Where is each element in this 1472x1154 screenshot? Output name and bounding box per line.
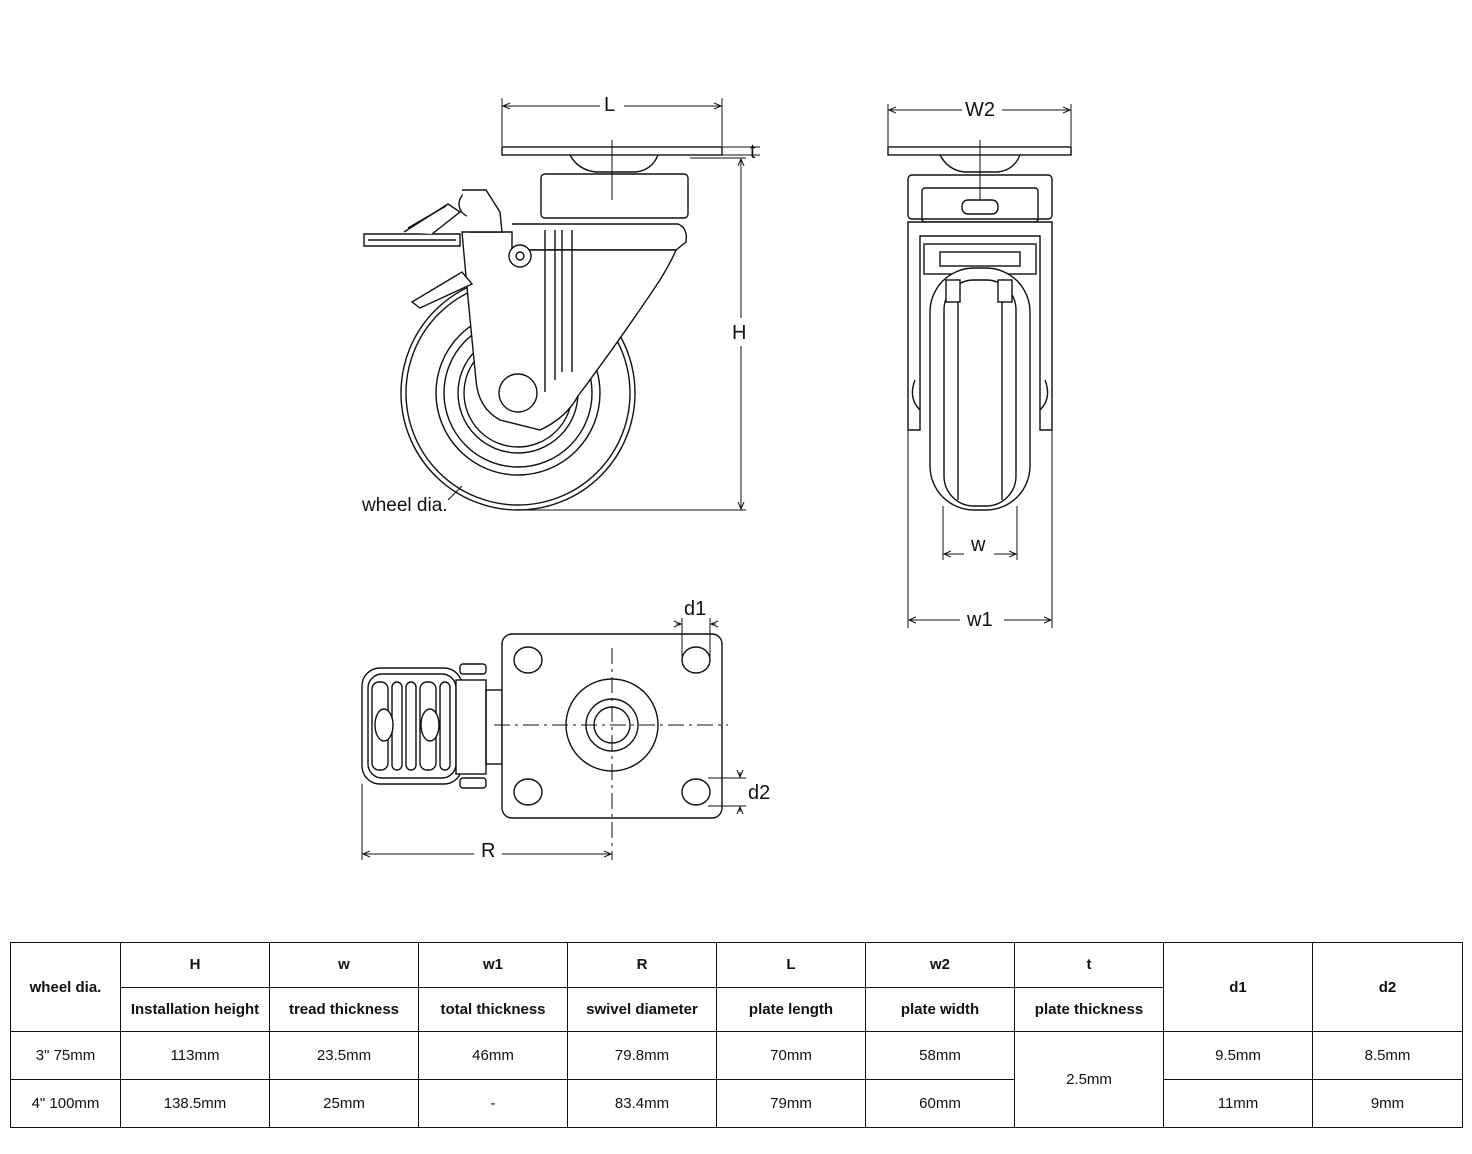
top-view-dimensions — [361, 618, 746, 860]
cell-R: 83.4mm — [567, 1079, 717, 1128]
dim-label-d2: d2 — [748, 782, 770, 804]
brake-pedal-top — [361, 663, 503, 789]
specification-table: wheel dia. H w w1 R L w2 t d1 d2 Install… — [10, 942, 1463, 1128]
cell-d1: 9.5mm — [1163, 1031, 1313, 1080]
header-symbol-d2: d2 — [1312, 942, 1463, 1032]
header-symbol-w: w — [269, 942, 419, 988]
dim-label-t: t — [750, 141, 756, 163]
table-header-row: wheel dia. H w w1 R L w2 t d1 d2 — [10, 942, 1463, 1032]
header-symbol-w2: w2 — [865, 942, 1015, 988]
cell-w1: - — [418, 1079, 568, 1128]
cell-L: 70mm — [716, 1031, 866, 1080]
cell-w: 23.5mm — [269, 1031, 419, 1080]
header-symbol-d1: d1 — [1163, 942, 1313, 1032]
cell-wheel: 3" 75mm — [10, 1031, 121, 1080]
dim-label-w1: w1 — [966, 609, 993, 631]
bolt-hole — [681, 778, 711, 806]
dim-label-d1: d1 — [684, 598, 706, 620]
cell-H: 113mm — [120, 1031, 270, 1080]
header-desc-plate-width: plate width — [865, 986, 1015, 1032]
cell-w1: 46mm — [418, 1031, 568, 1080]
header-desc-tread-thickness: tread thickness — [269, 986, 419, 1032]
cell-w2: 60mm — [865, 1079, 1015, 1128]
bolt-hole — [513, 778, 543, 806]
wheel-dia-callout: wheel dia. — [361, 495, 448, 516]
header-desc-plate-thickness: plate thickness — [1014, 986, 1164, 1032]
caster-technical-drawing: L t H wheel dia. — [361, 94, 1072, 862]
cell-w2: 58mm — [865, 1031, 1015, 1080]
front-view — [887, 140, 1072, 511]
cell-d1: 11mm — [1163, 1079, 1313, 1128]
header-symbol-w1: w1 — [418, 942, 568, 988]
table-description-row: Installation height tread thickness tota… — [11, 986, 1463, 1032]
front-view-dimensions — [887, 104, 1072, 628]
side-view-dimensions — [447, 98, 760, 511]
table-row: 4" 100mm 138.5mm 25mm - 83.4mm 79mm 60mm… — [10, 1079, 1463, 1128]
cell-w: 25mm — [269, 1079, 419, 1128]
cell-L: 79mm — [716, 1079, 866, 1128]
header-wheel-dia: wheel dia. — [10, 942, 121, 1032]
header-desc-plate-length: plate length — [716, 986, 866, 1032]
cell-t: 2.5mm — [1014, 1031, 1164, 1128]
cell-d2: 8.5mm — [1312, 1031, 1463, 1080]
header-symbol-L: L — [716, 942, 866, 988]
header-desc-swivel-diameter: swivel diameter — [567, 986, 717, 1032]
header-symbol-H: H — [120, 942, 270, 988]
dim-label-H: H — [732, 322, 746, 344]
cell-R: 79.8mm — [567, 1031, 717, 1080]
cell-d2: 9mm — [1312, 1079, 1463, 1128]
bolt-hole — [513, 646, 543, 674]
dim-label-L: L — [604, 94, 615, 116]
dim-label-w: w — [970, 534, 986, 556]
brake-pedal — [363, 189, 532, 309]
front-wheel — [929, 267, 1031, 511]
side-view — [363, 140, 723, 511]
header-symbol-R: R — [567, 942, 717, 988]
top-view — [361, 633, 728, 860]
table-row: 3" 75mm 113mm 23.5mm 46mm 79.8mm 70mm 58… — [10, 1031, 1463, 1128]
header-desc-installation-height: Installation height — [120, 986, 270, 1032]
cell-wheel: 4" 100mm — [10, 1079, 121, 1128]
dim-label-W2: W2 — [965, 99, 995, 121]
cell-H: 138.5mm — [120, 1079, 270, 1128]
dim-label-R: R — [481, 840, 495, 862]
header-symbol-t: t — [1014, 942, 1164, 988]
header-desc-total-thickness: total thickness — [418, 986, 568, 1032]
